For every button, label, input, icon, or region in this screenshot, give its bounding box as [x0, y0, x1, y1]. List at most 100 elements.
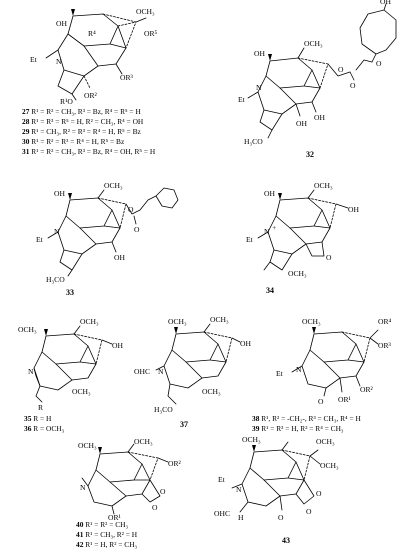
skeleton-27-31	[45, 9, 147, 101]
atom-o-ring: O	[316, 489, 322, 498]
atom-n-charge: +	[272, 223, 276, 232]
atom-och3: OCH₃	[314, 181, 333, 190]
atom-et: Et	[36, 235, 44, 244]
atom-n: N	[54, 227, 60, 236]
legend-row: 42 R¹ = H, R² = CH₃	[76, 540, 138, 549]
atom-or5: OR⁵	[144, 29, 158, 38]
atom-h3co: H₃CO	[244, 137, 263, 146]
legend-27-31: 27 R¹ = R² = CH₃, R³ = Bz, R⁴ = R⁵ = H 2…	[22, 107, 155, 157]
legend-38-39: 38 R¹, R² = -CH₂-, R³ = CH₃, R⁴ = H 39 R…	[252, 414, 361, 434]
structure-38-39: OR⁴ OCH₃ OR³ Et N OR² O OR¹	[276, 317, 392, 406]
atom-et: Et	[246, 235, 254, 244]
atom-o-carbonyl: O	[278, 513, 284, 522]
legend-row: 38 R¹, R² = -CH₂-, R³ = CH₃, R⁴ = H	[252, 414, 361, 423]
atom-och3: OCH₃	[242, 435, 261, 444]
atom-och3: OCH₃	[304, 39, 323, 48]
skeleton-32	[247, 3, 397, 139]
atom-oh: OH	[114, 253, 125, 262]
atom-och3: OCH₃	[320, 461, 339, 470]
atom-o-ring: O	[326, 253, 332, 262]
atom-or4: OR⁴	[378, 317, 392, 326]
atom-o-carbonyl: O	[134, 225, 140, 234]
atom-oh: OH	[240, 339, 251, 348]
atom-o-carbonyl: O	[350, 81, 356, 90]
atom-o-ring: O	[152, 503, 158, 512]
structure-43: OCH₃ OCH₃ OCH₃ Et N OHC H O O O	[214, 435, 339, 522]
atom-och3: OCH₃	[104, 181, 123, 190]
atom-oh: OH	[56, 19, 67, 28]
atom-o-ring: O	[306, 507, 312, 516]
atom-ohc: OHC	[214, 509, 230, 518]
compound-label-33: 33	[66, 288, 74, 297]
atom-och3: OCH₃	[80, 317, 99, 326]
atom-o-carbonyl: O	[318, 397, 324, 406]
legend-row: 39 R¹ = R³ = H, R² = R⁴ = CH₃	[252, 424, 344, 433]
atom-et: Et	[276, 369, 284, 378]
atom-n: N	[236, 485, 242, 494]
atom-n: N	[28, 367, 34, 376]
legend-row: 36 R = OCH₃	[24, 424, 65, 433]
atom-h3co: H₃CO	[154, 405, 173, 414]
atom-or2: OR²	[360, 385, 374, 394]
atom-oh: OH	[348, 205, 359, 214]
skeleton-40-42	[81, 443, 169, 515]
compound-label-34: 34	[266, 286, 274, 295]
atom-och3: OCH₃	[136, 7, 155, 16]
atom-och3: OCH₃	[168, 317, 187, 326]
legend-row: 28 R¹ = R³ = R⁵ = H, R² = CH₃, R⁴ = OH	[22, 117, 144, 126]
atom-et: Et	[30, 55, 38, 64]
structure-40-42: OCH₃ OCH₃ OR² N O O OR¹	[78, 437, 182, 522]
atom-oh: OH	[296, 119, 307, 128]
atom-oh: OH	[112, 341, 123, 350]
atom-och3: OCH₃	[134, 437, 153, 446]
skeleton-43	[231, 441, 321, 513]
atom-h3co: H₃CO	[46, 275, 65, 284]
atom-oh: OH	[314, 113, 325, 122]
atom-och3: OCH₃	[78, 441, 97, 450]
atom-et: Et	[218, 475, 226, 484]
atom-or1: OR¹	[108, 513, 121, 522]
atom-et: Et	[238, 95, 246, 104]
legend-row: 30 R¹ = R² = R³ = R⁴ = H, R⁵ = Bz	[22, 137, 125, 146]
atom-och3: OCH₃	[288, 269, 307, 278]
structure-34: OH OCH₃ OH Et N + O OCH₃	[246, 181, 359, 278]
atom-o-ester: O	[338, 65, 344, 74]
atom-or1: OR¹	[338, 395, 351, 404]
structure-37: OCH₃ OCH₃ OH OHC N OCH₃ H₃CO	[134, 315, 251, 414]
atom-or2: OR²	[84, 91, 98, 100]
structure-27-31: OH R⁴ OCH₃ OR⁵ Et N OR³ R¹O OR²	[30, 7, 158, 106]
skeleton-38-39	[291, 327, 379, 397]
atom-oh: OH	[54, 189, 65, 198]
atom-n: N	[56, 57, 62, 66]
atom-h: H	[238, 513, 244, 522]
legend-row: 40 R¹ = R² = CH₃	[76, 520, 129, 529]
atom-or3: OR³	[120, 73, 134, 82]
atom-r1o: R¹O	[60, 97, 73, 106]
legend-row: 29 R¹ = CH₃, R² = R³ = R⁴ = H, R⁵ = Bz	[22, 127, 141, 136]
atom-ohc: OHC	[134, 367, 150, 376]
atom-och3: OCH₃	[210, 315, 229, 324]
atom-och3: OCH₃	[18, 325, 37, 334]
atom-oh: OH	[264, 189, 275, 198]
atom-n: N	[256, 83, 262, 92]
structure-33: OH OCH₃ O O Et N OH H₃CO	[36, 181, 179, 284]
legend-row: 31 R¹ = R² = CH₃, R³ = Bz, R⁴ = OH, R⁵ =…	[22, 147, 156, 156]
legend-row: 35 R = H	[24, 414, 52, 423]
atom-r: R	[38, 403, 44, 412]
atom-och3: OCH₃	[202, 387, 221, 396]
atom-o-ester: O	[128, 205, 134, 214]
compound-label-37: 37	[180, 420, 188, 429]
structure-35-36: OCH₃ OCH₃ OH N OCH₃ R	[18, 317, 123, 412]
atom-n: N	[296, 365, 302, 374]
atom-oh: OH	[254, 49, 265, 58]
compound-label-43: 43	[282, 536, 290, 545]
atom-n: N	[264, 227, 270, 236]
atom-n: N	[80, 483, 86, 492]
atom-o-ring: O	[160, 487, 166, 496]
legend-35-36: 35 R = H 36 R = OCH₃	[24, 414, 64, 434]
atom-or2: OR²	[168, 459, 182, 468]
atom-o-ether: O	[376, 59, 382, 68]
structure-32: OH OH OCH₃ O O O Et N OH H₃CO OH	[238, 0, 397, 146]
skeleton-33	[47, 187, 179, 277]
skeleton-35-36	[33, 325, 113, 403]
